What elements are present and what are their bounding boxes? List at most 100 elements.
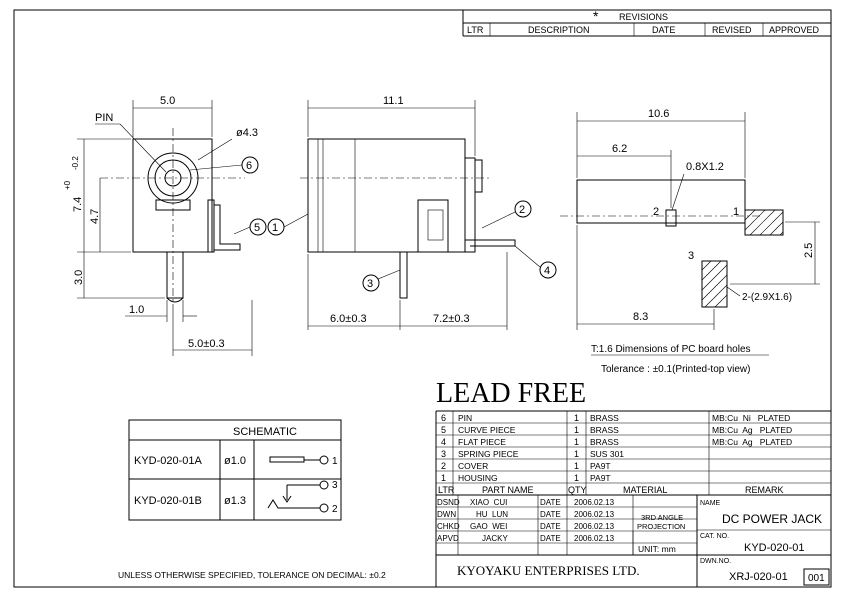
sign-date-chkd: 2006.02.13 [574,522,615,531]
bom-row-2-ltr: 2 [441,461,446,471]
side-view: 11.1 6.0±0.3 7.2±0.3 2 3 4 [300,95,557,330]
sign-role-chkd: CHKD [437,522,460,531]
company-name: KYOYAKU ENTERPRISES LTD. [457,563,640,578]
schematic-table: SCHEMATIC KYD-020-01A ø1.0 KYD-020-01B ø… [128,419,342,521]
revisions-title: REVISIONS [619,12,668,22]
front-dim-height-tol-plus: +0 [63,180,72,190]
bom-row-5-ltr: 5 [441,425,446,435]
pcb-dim-hole: 0.8X1.2 [686,161,724,173]
sign-date-dwn: 2006.02.13 [574,510,615,519]
pcb-dim-8-3: 8.3 [633,311,648,323]
pcb-caption: T:1.6 Dimensions of PC board holes [591,344,751,355]
cat-label: CAT. NO. [700,533,729,540]
sign-name-dsnd: XIAO CUI [470,498,507,507]
tolerance-note: UNLESS OTHERWISE SPECIFIED, TOLERANCE ON… [118,570,386,580]
sign-role-dwn: DWN [437,510,456,519]
rev-header-ltr: LTR [467,25,484,35]
schematic-model-a: KYD-020-01A [134,455,203,467]
sign-datelabel-apvd: DATE [540,534,561,543]
bom-row-3-qty: 1 [574,449,579,459]
bom-row-1-part: HOUSING [458,473,498,483]
bom-row-6-part: PIN [458,413,472,423]
bom-row-3-ltr: 3 [441,449,446,459]
bom-row-5-part: CURVE PIECE [458,425,516,435]
bom-row-5-remark: MB:Cu Ag PLATED [712,425,792,435]
revisions-table: * REVISIONS LTR DESCRIPTION DATE REVISED… [462,8,831,37]
revisions-star: * [593,8,599,24]
dwn-label: DWN.NO. [700,558,731,565]
drawing-name: DC POWER JACK [722,512,822,526]
pcb-hole-view: 10.6 6.2 0.8X1.2 2 1 3 2.5 8.3 2-(2.9X1.… [560,108,820,375]
cat-number: KYD-020-01 [744,542,805,554]
bom-row-6-remark: MB:Cu Ni PLATED [712,413,790,423]
pcb-dim-total: 10.6 [648,108,669,120]
pcb-dim-2-5: 2.5 [803,243,815,258]
sign-name-chkd: GAO WEI [470,522,507,531]
projection-line-2: PROJECTION [637,522,685,531]
bom-row-3-material: SUS 301 [590,449,624,459]
bom-header-part: PART NAME [482,485,534,495]
side-dim-left: 6.0±0.3 [330,313,367,325]
pcb-tolerance: Tolerance : ±0.1(Printed-top view) [601,364,750,375]
bom-row-2-qty: 1 [574,461,579,471]
rev-header-description: DESCRIPTION [528,25,590,35]
front-dim-pin-length: 3.0 [73,270,85,285]
bom-row-4-part: FLAT PIECE [458,437,506,447]
dwn-number: XRJ-020-01 [729,571,788,583]
sheet-border [13,9,832,588]
bom-row-2-material: PA9T [590,461,611,471]
rev-header-date: DATE [652,25,675,35]
bom-table: 6 PIN 1 BRASS MB:Cu Ni PLATED 5 CURVE PI… [435,410,831,587]
bom-header-remark: REMARK [745,485,784,495]
bom-row-5-qty: 1 [574,425,579,435]
schematic-pin-2: 2 [332,504,338,515]
schematic-title: SCHEMATIC [233,426,297,438]
front-dim-center: 4.7 [89,209,101,224]
schematic-dia-a: ø1.0 [224,455,246,467]
sign-date-dsnd: 2006.02.13 [574,498,615,507]
sign-datelabel-dwn: DATE [540,510,561,519]
bom-row-6-ltr: 6 [441,413,446,423]
front-dim-bottom: 5.0±0.3 [188,338,225,350]
schematic-pin-1: 1 [332,456,338,467]
sign-name-apvd: JACKY [482,534,508,543]
bom-row-1-material: PA9T [590,473,611,483]
pcb-label-1: 1 [733,206,739,218]
projection-line-1: 3RD ANGLE [641,513,683,522]
lead-free-title: LEAD FREE [436,378,586,409]
front-dim-diameter: ø4.3 [236,127,258,139]
callout-5: 5 [254,222,260,234]
sign-date-apvd: 2006.02.13 [574,534,615,543]
bom-header-material: MATERIAL [623,485,667,495]
bom-row-2-part: COVER [458,461,488,471]
schematic-pin-3: 3 [332,480,338,491]
bom-row-5-material: BRASS [590,425,619,435]
pcb-label-3: 3 [688,250,694,262]
callout-3: 3 [367,278,373,290]
pcb-label-2: 2 [653,206,659,218]
rev-header-approved: APPROVED [769,25,820,35]
front-dim-height: 7.4 [72,197,84,212]
callout-6: 6 [246,160,252,172]
name-label: NAME [700,500,721,507]
sheet-number: 001 [808,573,825,584]
front-view: 5.0 PIN ø4.3 6 5 1 7.4 +0 -0.2 4.7 3.0 1… [63,95,309,356]
unit-label: UNIT: mm [638,544,676,554]
sign-role-dsnd: DSND [437,498,460,507]
bom-row-6-material: BRASS [590,413,619,423]
sign-role-apvd: APVD [437,534,459,543]
pcb-dim-6-2: 6.2 [612,143,627,155]
bom-row-6-qty: 1 [574,413,579,423]
side-dim-right: 7.2±0.3 [433,313,470,325]
schematic-model-b: KYD-020-01B [134,495,202,507]
schematic-dia-b: ø1.3 [224,495,246,507]
bom-row-4-remark: MB:Cu Ag PLATED [712,437,792,447]
pcb-note-holes: 2-(2.9X1.6) [742,292,792,303]
bom-row-4-material: BRASS [590,437,619,447]
front-dim-pin-width: 1.0 [129,304,144,316]
bom-row-3-part: SPRING PIECE [458,449,519,459]
schematic-pin-symbol [269,456,305,463]
title-block: DSND XIAO CUI DATE 2006.02.13 DWN HU LUN… [436,495,831,587]
callout-1: 1 [272,222,278,234]
